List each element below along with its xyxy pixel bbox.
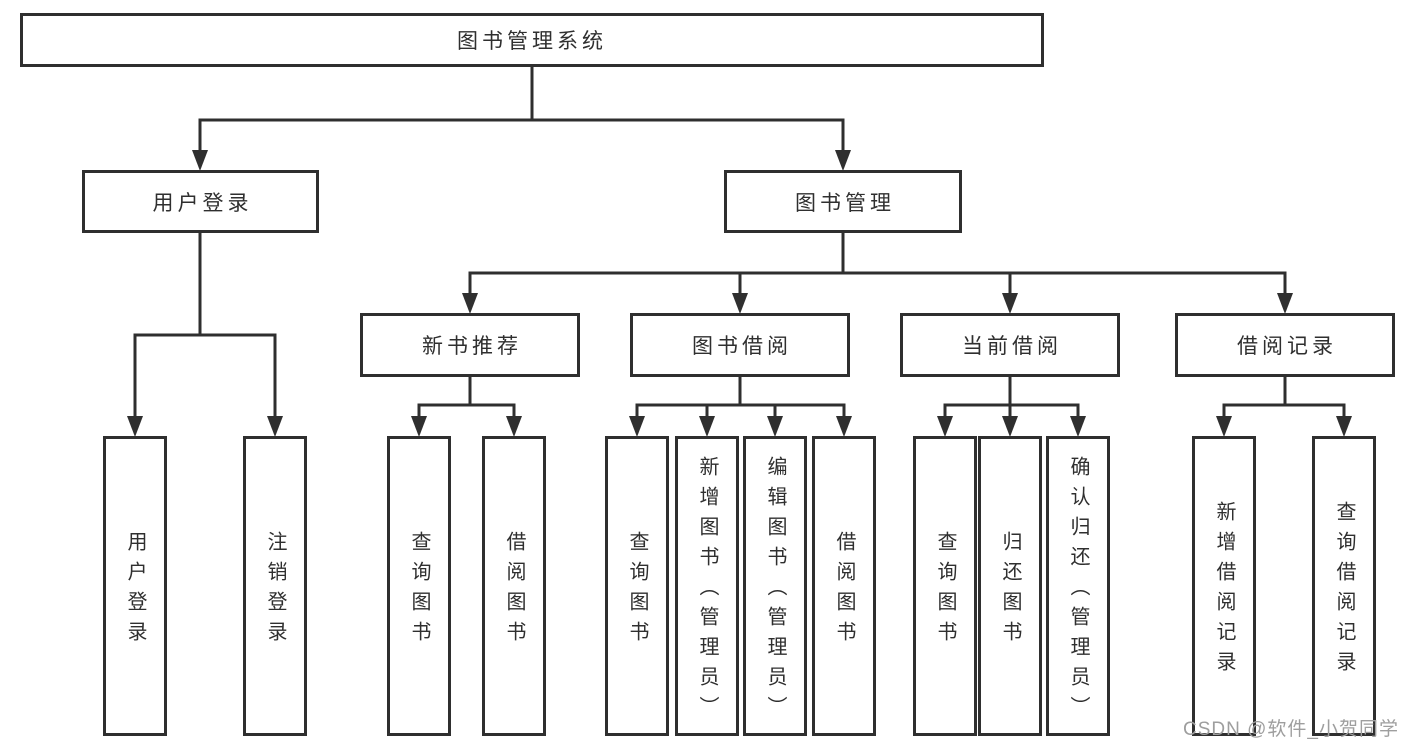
- arrowhead-icon: [767, 416, 783, 437]
- arrowhead-icon: [937, 416, 953, 437]
- node-borrowing-records: 借阅记录: [1175, 313, 1395, 377]
- leaf-return-books: 归还图书: [978, 436, 1042, 736]
- arrowhead-icon: [1070, 416, 1086, 437]
- leaf-query-borrow-record: 查询借阅记录: [1312, 436, 1376, 736]
- node-current-borrowing: 当前借阅: [900, 313, 1120, 377]
- arrowhead-icon: [267, 416, 283, 437]
- node-label: 查询图书: [408, 531, 430, 651]
- node-label: 编辑图书（管理员）: [764, 456, 786, 726]
- node-label: 借阅图书: [503, 531, 525, 651]
- connector-new-book-children: [411, 377, 522, 437]
- leaf-logout: 注销登录: [243, 436, 307, 736]
- arrowhead-icon: [699, 416, 715, 437]
- node-user-login: 用户登录: [82, 170, 319, 233]
- node-label: 归还图书: [999, 531, 1021, 651]
- node-label: 当前借阅: [962, 335, 1062, 358]
- node-label: 图书管理系统: [457, 30, 607, 53]
- node-label: 查询借阅记录: [1333, 501, 1355, 681]
- node-label: 新书推荐: [422, 335, 522, 358]
- connector-book-management-to-level3: [462, 233, 1293, 314]
- arrowhead-icon: [462, 293, 478, 314]
- arrowhead-icon: [506, 416, 522, 437]
- node-label: 用户登录: [124, 531, 146, 651]
- leaf-query-books-3: 查询图书: [913, 436, 977, 736]
- arrowhead-icon: [836, 416, 852, 437]
- node-label: 新增借阅记录: [1213, 501, 1235, 681]
- arrowhead-icon: [732, 293, 748, 314]
- leaf-confirm-return-admin: 确认归还（管理员）: [1046, 436, 1110, 736]
- node-new-book-recommendation: 新书推荐: [360, 313, 580, 377]
- connector-book-borrow-children: [629, 377, 852, 437]
- node-label: 注销登录: [264, 531, 286, 651]
- leaf-edit-book-admin: 编辑图书（管理员）: [743, 436, 807, 736]
- arrowhead-icon: [1336, 416, 1352, 437]
- node-label: 图书借阅: [692, 335, 792, 358]
- node-book-management: 图书管理: [724, 170, 962, 233]
- arrowhead-icon: [411, 416, 427, 437]
- node-book-borrowing: 图书借阅: [630, 313, 850, 377]
- node-label: 借阅图书: [833, 531, 855, 651]
- connector-current-borrow-children: [937, 377, 1086, 437]
- node-label: 新增图书（管理员）: [696, 456, 718, 726]
- arrowhead-icon: [1216, 416, 1232, 437]
- leaf-user-login: 用户登录: [103, 436, 167, 736]
- leaf-add-book-admin: 新增图书（管理员）: [675, 436, 739, 736]
- node-label: 借阅记录: [1237, 335, 1337, 358]
- node-label: 图书管理: [795, 191, 895, 215]
- arrowhead-icon: [192, 150, 208, 171]
- csdn-watermark: CSDN @软件_小贺同学: [1183, 719, 1399, 740]
- node-label: 查询图书: [934, 531, 956, 651]
- leaf-add-borrow-record: 新增借阅记录: [1192, 436, 1256, 736]
- leaf-query-books: 查询图书: [387, 436, 451, 736]
- leaf-borrow-books-2: 借阅图书: [812, 436, 876, 736]
- arrowhead-icon: [1002, 293, 1018, 314]
- connector-user-login-children: [127, 233, 283, 437]
- arrowhead-icon: [1277, 293, 1293, 314]
- leaf-query-books-2: 查询图书: [605, 436, 669, 736]
- arrowhead-icon: [835, 150, 851, 171]
- connector-borrow-records-children: [1216, 377, 1352, 437]
- node-label: 确认归还（管理员）: [1067, 456, 1089, 726]
- node-library-management-system: 图书管理系统: [20, 13, 1044, 67]
- arrowhead-icon: [127, 416, 143, 437]
- leaf-borrow-books: 借阅图书: [482, 436, 546, 736]
- node-label: 用户登录: [152, 191, 253, 215]
- connector-root-to-level2: [192, 67, 851, 171]
- arrowhead-icon: [1002, 416, 1018, 437]
- node-label: 查询图书: [626, 531, 648, 651]
- arrowhead-icon: [629, 416, 645, 437]
